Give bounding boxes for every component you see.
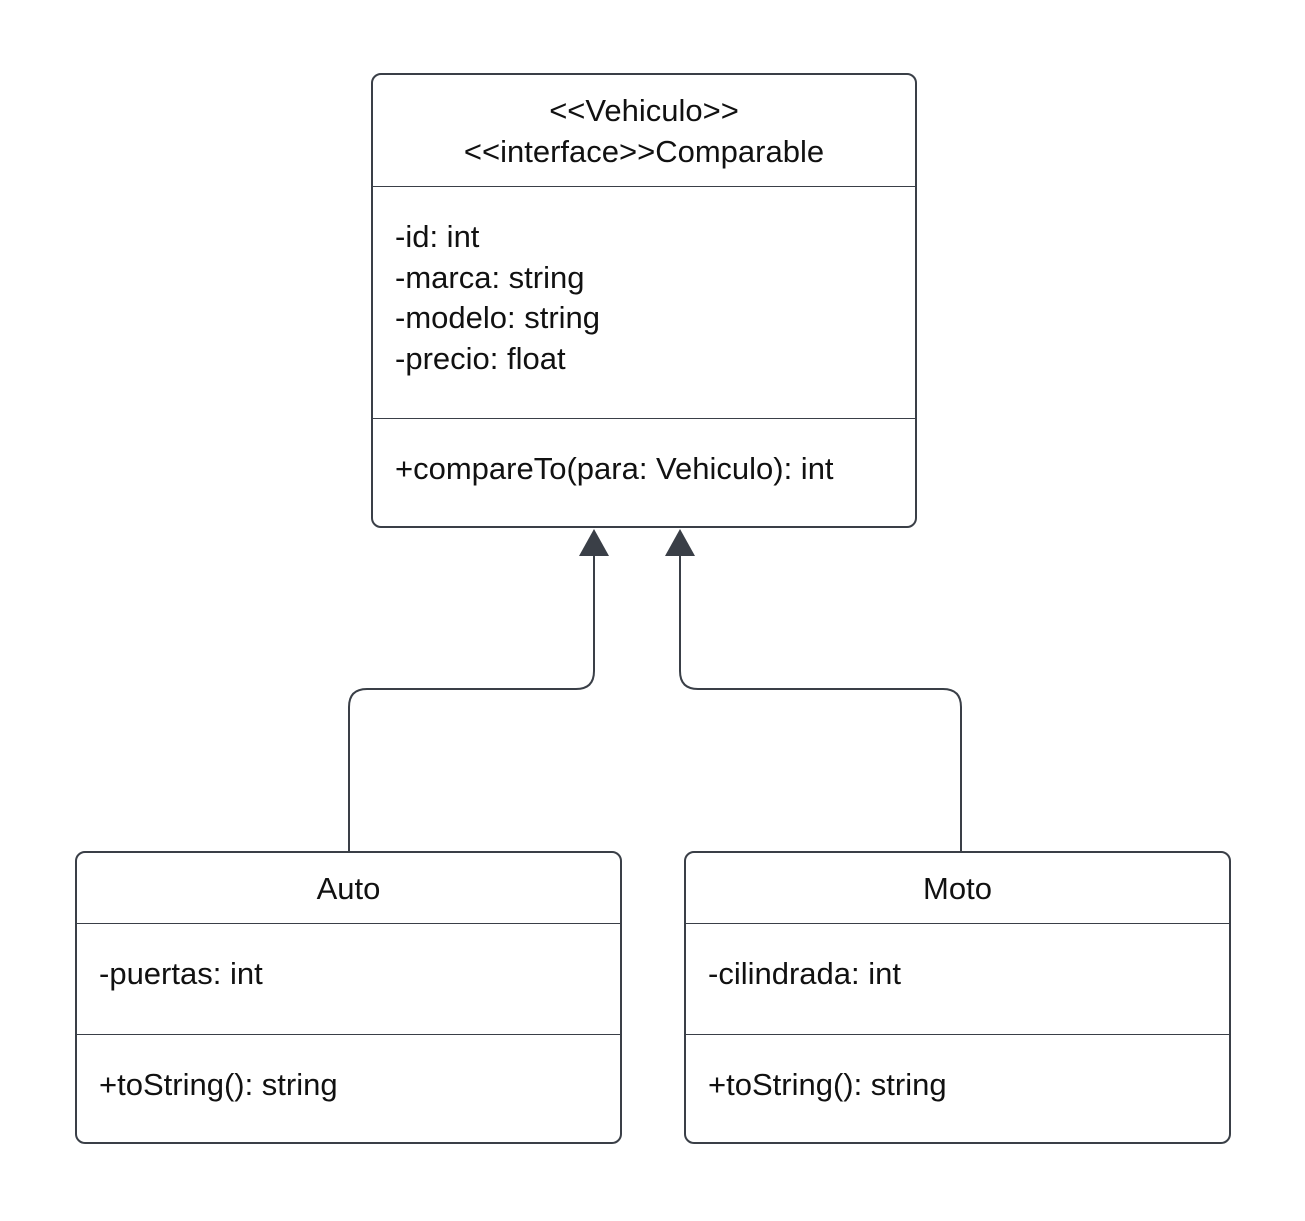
operation-compareto: +compareTo(para: Vehiculo): int [395,451,834,486]
class-box-vehiculo[interactable]: <<Vehiculo>> <<interface>>Comparable -id… [371,73,917,528]
attribute-precio: -precio: float [395,340,566,376]
moto-generalization-line [679,555,962,851]
interface-label: <<interface>>Comparable [463,133,825,169]
class-box-auto[interactable]: Auto -puertas: int +toString(): string [75,851,622,1144]
attributes-section: -id: int -marca: string -modelo: string … [373,187,915,419]
moto-generalization-arrowhead [665,529,695,556]
attributes-section: -puertas: int [77,924,620,1035]
attributes-section: -cilindrada: int [686,924,1229,1035]
operation-tostring: +toString(): string [99,1067,338,1102]
class-header: Moto [686,853,1229,924]
attribute-cilindrada: -cilindrada: int [708,956,901,991]
class-name: Moto [923,870,992,906]
class-box-moto[interactable]: Moto -cilindrada: int +toString(): strin… [684,851,1231,1144]
operation-tostring: +toString(): string [708,1067,947,1102]
class-name: Auto [316,870,381,906]
operations-section: +toString(): string [686,1035,1229,1106]
attribute-puertas: -puertas: int [99,956,263,991]
stereotype-label: <<Vehiculo>> [549,92,739,128]
class-header: <<Vehiculo>> <<interface>>Comparable [373,75,915,187]
attribute-marca: -marca: string [395,259,585,295]
operations-section: +toString(): string [77,1035,620,1106]
auto-generalization-line [348,555,595,851]
operations-section: +compareTo(para: Vehiculo): int [373,419,915,490]
auto-generalization-arrowhead [579,529,609,556]
attribute-modelo: -modelo: string [395,300,601,335]
attribute-id: -id: int [395,219,480,254]
class-header: Auto [77,853,620,924]
